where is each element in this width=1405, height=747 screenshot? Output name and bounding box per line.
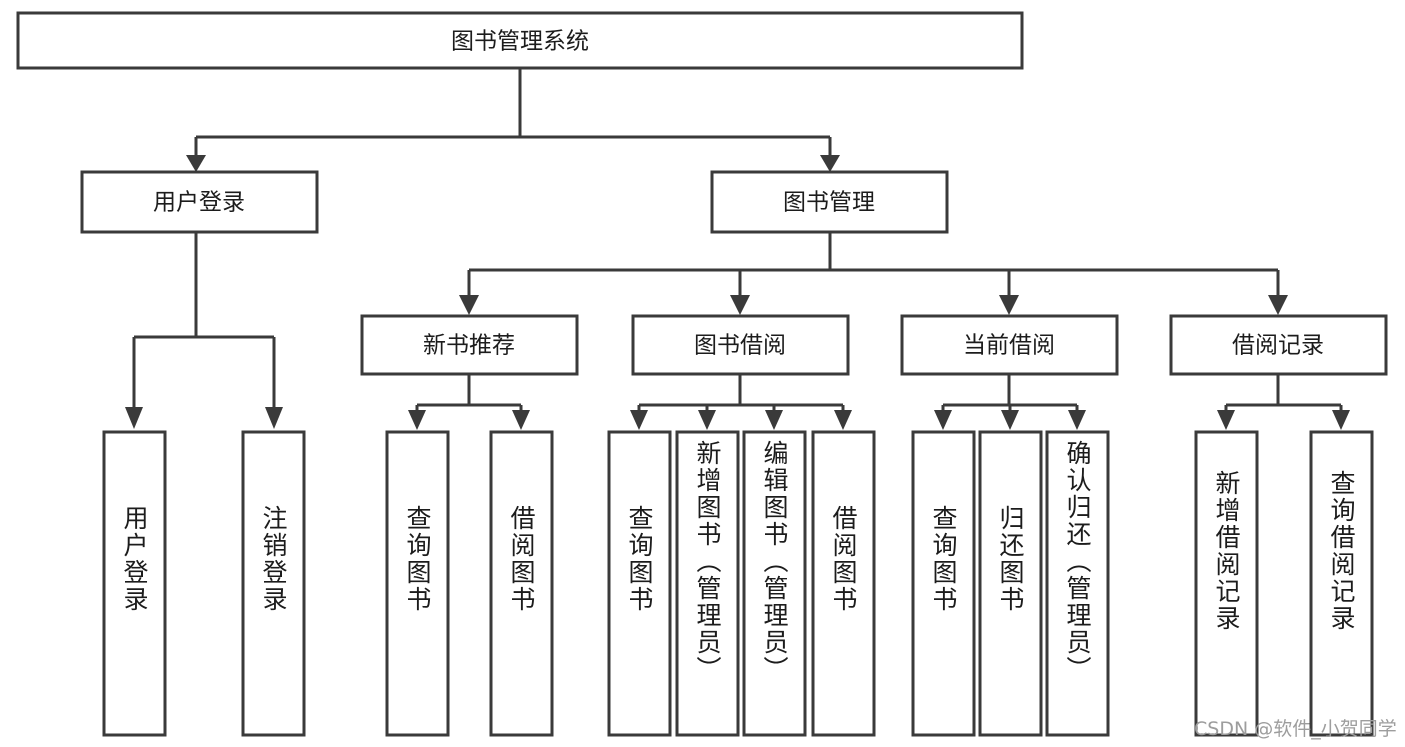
node-book-borrow[interactable]: 图书借阅 <box>631 314 850 376</box>
leaf-rect-edit-book[interactable] <box>742 430 807 737</box>
arrowhead-new-book-recommend <box>459 295 479 315</box>
arrowhead-leaf-query-book-1 <box>408 410 426 430</box>
edge-group-current-borrow <box>934 374 1086 430</box>
arrowhead-user-login <box>186 155 206 172</box>
arrowhead-leaf-user-login <box>125 407 143 429</box>
leaf-rects-new-book-recommend <box>385 430 554 737</box>
node-book-borrow-rect[interactable] <box>631 314 850 376</box>
arrowhead-leaf-confirm-return <box>1068 410 1086 430</box>
node-current-borrow[interactable]: 当前借阅 <box>900 314 1119 376</box>
arrowhead-leaf-add-book <box>698 410 716 430</box>
arrowhead-leaf-borrow-book-2 <box>834 410 852 430</box>
arrowhead-leaf-add-record <box>1217 410 1235 430</box>
edge-group-book-management <box>459 232 1288 315</box>
node-user-login-label: 用户登录 <box>153 190 245 216</box>
edge-group-borrow-record <box>1217 374 1350 430</box>
leaf-rect-add-book[interactable] <box>675 430 740 737</box>
node-user-login[interactable]: 用户登录 <box>80 170 319 234</box>
node-borrow-record-label: 借阅记录 <box>1232 333 1324 359</box>
arrowhead-leaf-return-book <box>1001 410 1019 430</box>
leaf-rects-borrow-record <box>1194 430 1374 737</box>
node-new-book-recommend-rect[interactable] <box>360 314 579 376</box>
node-current-borrow-rect[interactable] <box>900 314 1119 376</box>
node-user-login-rect[interactable] <box>80 170 319 234</box>
arrowhead-leaf-user-logout <box>265 407 283 429</box>
arrowhead-current-borrow <box>999 295 1019 315</box>
arrowhead-leaf-query-book-3 <box>934 410 952 430</box>
leaf-rect-user-logout[interactable] <box>241 430 306 737</box>
node-book-management[interactable]: 图书管理 <box>710 170 949 234</box>
watermark-text: CSDN @软件_小贺同学 <box>1194 718 1397 740</box>
node-new-book-recommend-label: 新书推荐 <box>423 333 515 359</box>
node-root-rect[interactable] <box>16 11 1024 70</box>
node-new-book-recommend[interactable]: 新书推荐 <box>360 314 579 376</box>
node-current-borrow-label: 当前借阅 <box>963 333 1055 359</box>
arrowhead-book-borrow <box>730 295 750 315</box>
node-root-label: 图书管理系统 <box>451 29 589 55</box>
arrowhead-leaf-edit-book <box>765 410 783 430</box>
leaf-rects-user-login <box>102 430 306 737</box>
leaf-rect-query-record[interactable] <box>1309 430 1374 737</box>
edge-group-book-borrow <box>630 374 852 430</box>
leaf-rect-borrow-book-1[interactable] <box>489 430 554 737</box>
node-root[interactable]: 图书管理系统 <box>16 11 1024 70</box>
leaf-rect-return-book[interactable] <box>978 430 1043 737</box>
edge-group-root <box>186 68 840 172</box>
arrowhead-leaf-borrow-book-1 <box>512 410 530 430</box>
leaf-rect-borrow-book-2[interactable] <box>811 430 876 737</box>
leaf-rect-confirm-return[interactable] <box>1045 430 1110 737</box>
leaf-rect-add-record[interactable] <box>1194 430 1259 737</box>
leaf-rects-current-borrow <box>911 430 1110 737</box>
node-borrow-record-rect[interactable] <box>1169 314 1388 376</box>
node-borrow-record[interactable]: 借阅记录 <box>1169 314 1388 376</box>
arrowhead-borrow-record <box>1268 295 1288 315</box>
node-book-management-label: 图书管理 <box>783 190 875 216</box>
leaf-rect-user-login[interactable] <box>102 430 167 737</box>
node-book-management-rect[interactable] <box>710 170 949 234</box>
arrowhead-book-management <box>820 155 840 172</box>
leaf-rect-query-book-2[interactable] <box>607 430 672 737</box>
leaf-rect-query-book-3[interactable] <box>911 430 976 737</box>
leaf-rects-book-borrow <box>607 430 876 737</box>
leaf-rect-query-book-1[interactable] <box>385 430 450 737</box>
arrowhead-leaf-query-record <box>1332 410 1350 430</box>
edge-group-new-book-recommend <box>408 374 530 430</box>
node-book-borrow-label: 图书借阅 <box>694 333 786 359</box>
edge-group-user-login <box>125 232 283 429</box>
arrowhead-leaf-query-book-2 <box>630 410 648 430</box>
